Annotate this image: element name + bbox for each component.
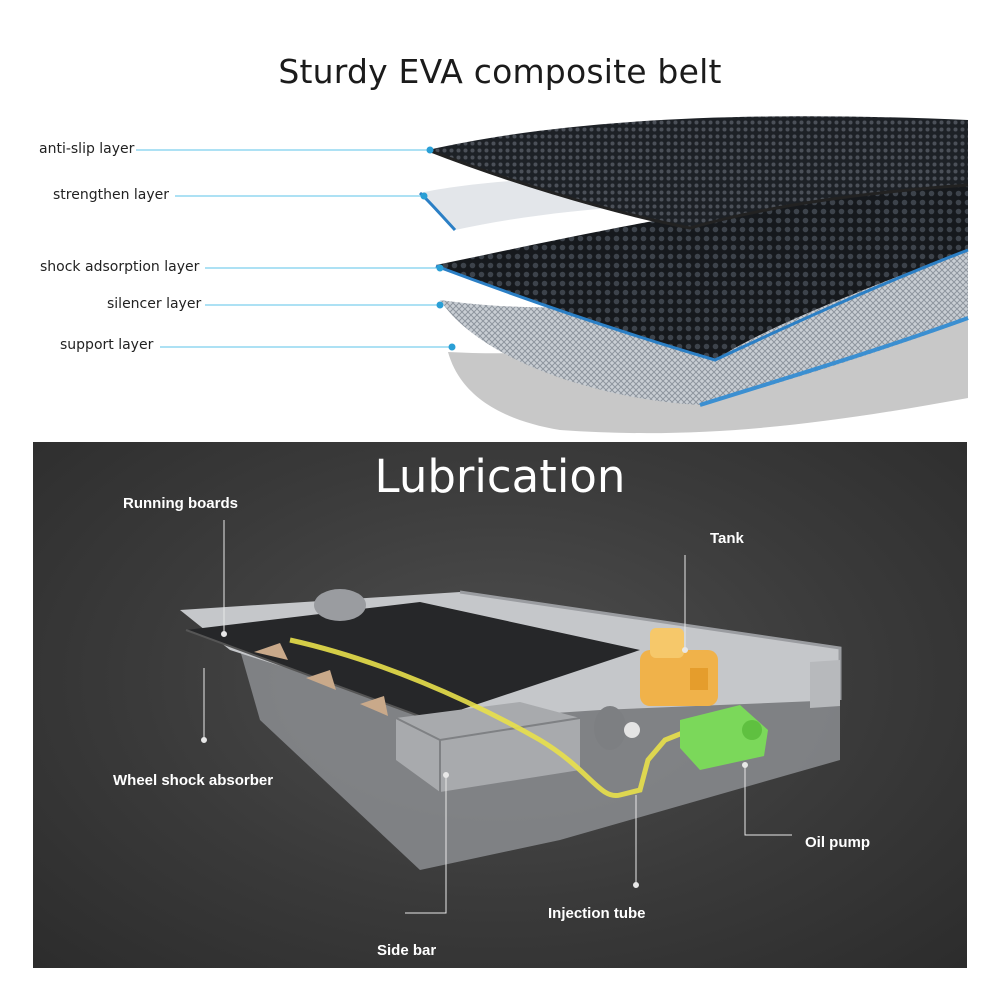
shock-adsorption-layer-shape [436, 180, 968, 360]
front-wheel [314, 589, 366, 621]
layer-label-shock-adsorption: shock adsorption layer [40, 259, 200, 275]
layer-label-silencer: silencer layer [107, 296, 202, 312]
oil-pump [680, 705, 768, 770]
rear-roller [594, 706, 626, 750]
callout-injection-tube: Injection tube [548, 905, 646, 922]
belt-layers-illustration [136, 116, 969, 434]
layer-label-strengthen: strengthen layer [53, 187, 170, 203]
callout-side-bar: Side bar [377, 942, 437, 959]
layer-leader-lines [136, 146, 456, 351]
shock-absorber-2 [306, 670, 336, 690]
belt-title: Sturdy EVA composite belt [278, 52, 722, 91]
layer-label-anti-slip: anti-slip layer [39, 141, 135, 157]
callout-lines [201, 520, 792, 914]
layer-label-support: support layer [60, 337, 154, 353]
callout-oil-pump: Oil pump [805, 834, 870, 851]
anti-slip-layer-shape [428, 116, 968, 228]
callout-wheel-shock-absorber: Wheel shock absorber [113, 772, 274, 789]
side-rail [810, 660, 840, 708]
running-board-shape [186, 602, 640, 720]
shock-absorber-3 [360, 696, 388, 716]
tank [640, 650, 718, 706]
callout-running-boards: Running boards [123, 495, 238, 512]
lubrication-title: Lubrication [374, 450, 626, 503]
injection-tube [289, 637, 691, 799]
callout-tank: Tank [710, 530, 744, 547]
shock-absorber-1 [254, 643, 288, 660]
